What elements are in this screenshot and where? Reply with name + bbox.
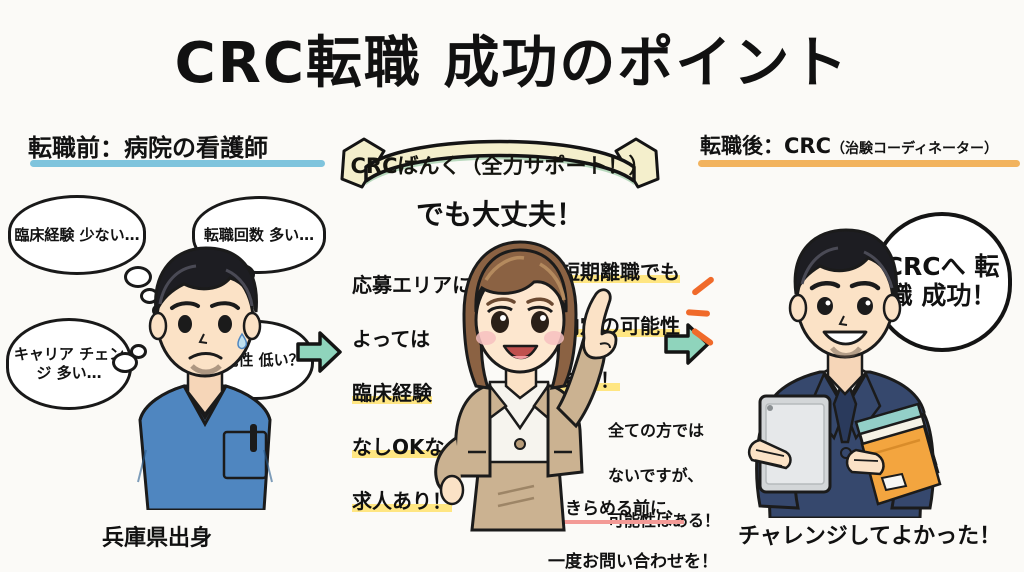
thought-bubble-dot xyxy=(112,352,138,373)
cta-line: あきらめる前に、 xyxy=(548,499,684,525)
note-line-highlighted: 臨床経験 xyxy=(352,381,432,405)
banner-label: CRCばんく（全力サポート！） xyxy=(350,154,650,178)
sparkle-stroke xyxy=(690,275,716,297)
page-title: CRC転職 成功のポイント xyxy=(174,31,850,96)
cta-contact[interactable]: あきらめる前に、 一度お問い合わせを！ xyxy=(548,470,718,572)
caption-before: 兵庫県出身 xyxy=(102,526,213,551)
arrow-right-icon-1 xyxy=(296,330,342,378)
section-heading-before: 転職前：病院の看護師 xyxy=(28,134,268,162)
note-line: 全ての方では xyxy=(608,421,705,441)
figure-worried-nurse xyxy=(100,242,310,510)
thought-bubble-dot xyxy=(130,344,147,359)
section-underline-before xyxy=(30,160,325,167)
banner-ribbon xyxy=(340,135,660,195)
thought-bubble-clinical-experience: 臨床経験 少ない… xyxy=(8,195,146,275)
section-heading-after: 転職後：CRC（治験コーディネーター） xyxy=(700,130,998,160)
section-underline-after xyxy=(698,160,1020,167)
note-line: ないですが、 xyxy=(608,466,704,486)
note-line-highlighted: 内定の可能性 xyxy=(560,314,680,338)
figure-advisor-woman xyxy=(424,240,624,536)
banner-subtitle: でも大丈夫！ xyxy=(415,198,584,231)
note-area-requirements: 応募エリアに よっては 臨床経験 なしOKな 求人あり！ xyxy=(352,245,472,542)
cta-line: 一度お問い合わせを！ xyxy=(548,552,718,572)
note-disclaimer: 全ての方では ないですが、 可能性はある！ xyxy=(608,398,720,555)
note-line: 可能性はある！ xyxy=(608,510,721,530)
figure-successful-crc-man xyxy=(740,228,950,518)
section-heading-after-sub: （治験コーディネーター） xyxy=(831,141,999,157)
note-line-highlighted: 求人あり！ xyxy=(352,489,452,513)
note-line: 応募エリアに xyxy=(352,273,472,297)
note-line: よっては xyxy=(352,327,430,351)
caption-after: チャレンジしてよかった！ xyxy=(738,524,1002,549)
thought-bubble-dot xyxy=(124,266,152,288)
sparkle-stroke xyxy=(685,309,711,317)
section-heading-after-main: 転職後：CRC xyxy=(700,134,831,158)
arrow-right-icon-2 xyxy=(664,322,710,370)
note-line-highlighted: 短期離職でも xyxy=(560,260,680,284)
note-line-highlighted: なしOKな xyxy=(352,435,445,459)
